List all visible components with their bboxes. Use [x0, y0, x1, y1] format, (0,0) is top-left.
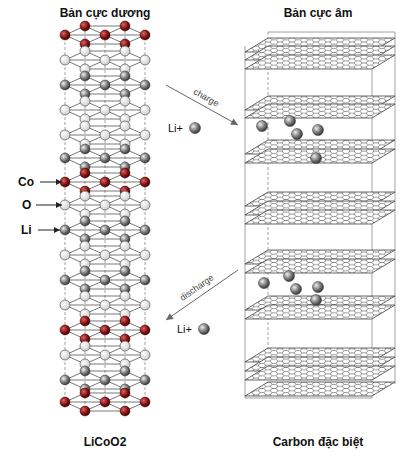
lithium-layer: [60, 266, 150, 294]
graphene-sheet: [245, 104, 395, 118]
electrode-heading: Bản cực âm: [284, 6, 353, 20]
cathode-column: Bản cực dươngLiCoO2: [44, 6, 166, 449]
graphene-sheet: [245, 366, 395, 380]
cobalt-layer: [60, 316, 150, 344]
ion-flow-arrow: [166, 85, 238, 125]
oxygen-layer: [60, 291, 150, 319]
flow-label: discharge: [178, 273, 216, 304]
graphene-sheet: [245, 259, 395, 273]
oxygen-layer: [60, 121, 150, 149]
intercalated-lithium: [257, 116, 324, 306]
frame-edge: [245, 46, 246, 398]
lithium-ion: [190, 123, 201, 134]
graphene-sheet: [245, 55, 395, 69]
lithium-atom: [257, 121, 268, 132]
cobalt-layer: [60, 168, 150, 196]
oxygen-layer: [60, 341, 150, 369]
frame-edge: [395, 32, 396, 384]
graphene-sheets: [245, 38, 395, 396]
element-label: Li: [21, 223, 32, 237]
lithium-atom: [313, 125, 324, 136]
graphene-sheet: [245, 149, 395, 163]
flow-label: charge: [191, 87, 220, 110]
cobalt-layer: [60, 388, 150, 416]
lithium-atom: [285, 116, 296, 127]
material-caption: LiCoO2: [84, 435, 127, 449]
oxygen-layer: [60, 241, 150, 269]
ion-flow-arrow: [166, 270, 238, 320]
lithium-atom: [311, 295, 322, 306]
frame-edge: [268, 32, 395, 33]
anode-column: Bản cực âm Carbon đặc biệt: [238, 6, 398, 449]
graphene-sheet: [245, 382, 395, 396]
frame-edge: [245, 398, 372, 399]
lithium-atom: [284, 271, 295, 282]
oxygen-layer: [60, 46, 150, 74]
lithium-atom: [259, 278, 270, 289]
oxygen-layer: [60, 96, 150, 124]
element-label: O: [22, 198, 31, 212]
graphite-frame: [245, 32, 395, 398]
lithium-atom: [291, 284, 302, 295]
lithium-ion: [199, 324, 210, 335]
lithium-layer: [60, 71, 150, 99]
ion-label: Li+: [177, 322, 192, 336]
oxygen-layer: [60, 191, 150, 219]
lithium-atom: [292, 129, 303, 140]
electrode-heading: Bản cực dương: [60, 6, 151, 20]
lithium-atom: [313, 282, 324, 293]
leader-arrow: [40, 182, 62, 183]
material-caption: Carbon đặc biệt: [273, 435, 364, 449]
lithium-layer: [60, 216, 150, 244]
ion-label: Li+: [168, 121, 183, 135]
lithium-atom: [311, 153, 322, 164]
element-label: Co: [18, 175, 34, 189]
graphene-sheet: [245, 210, 395, 224]
leader-arrow: [38, 230, 60, 231]
lithium-layer: [60, 144, 150, 172]
graphene-sheet: [245, 305, 395, 319]
leader-arrow: [36, 205, 62, 206]
lithium-layer: [60, 366, 150, 394]
cobalt-layer: [60, 21, 150, 49]
